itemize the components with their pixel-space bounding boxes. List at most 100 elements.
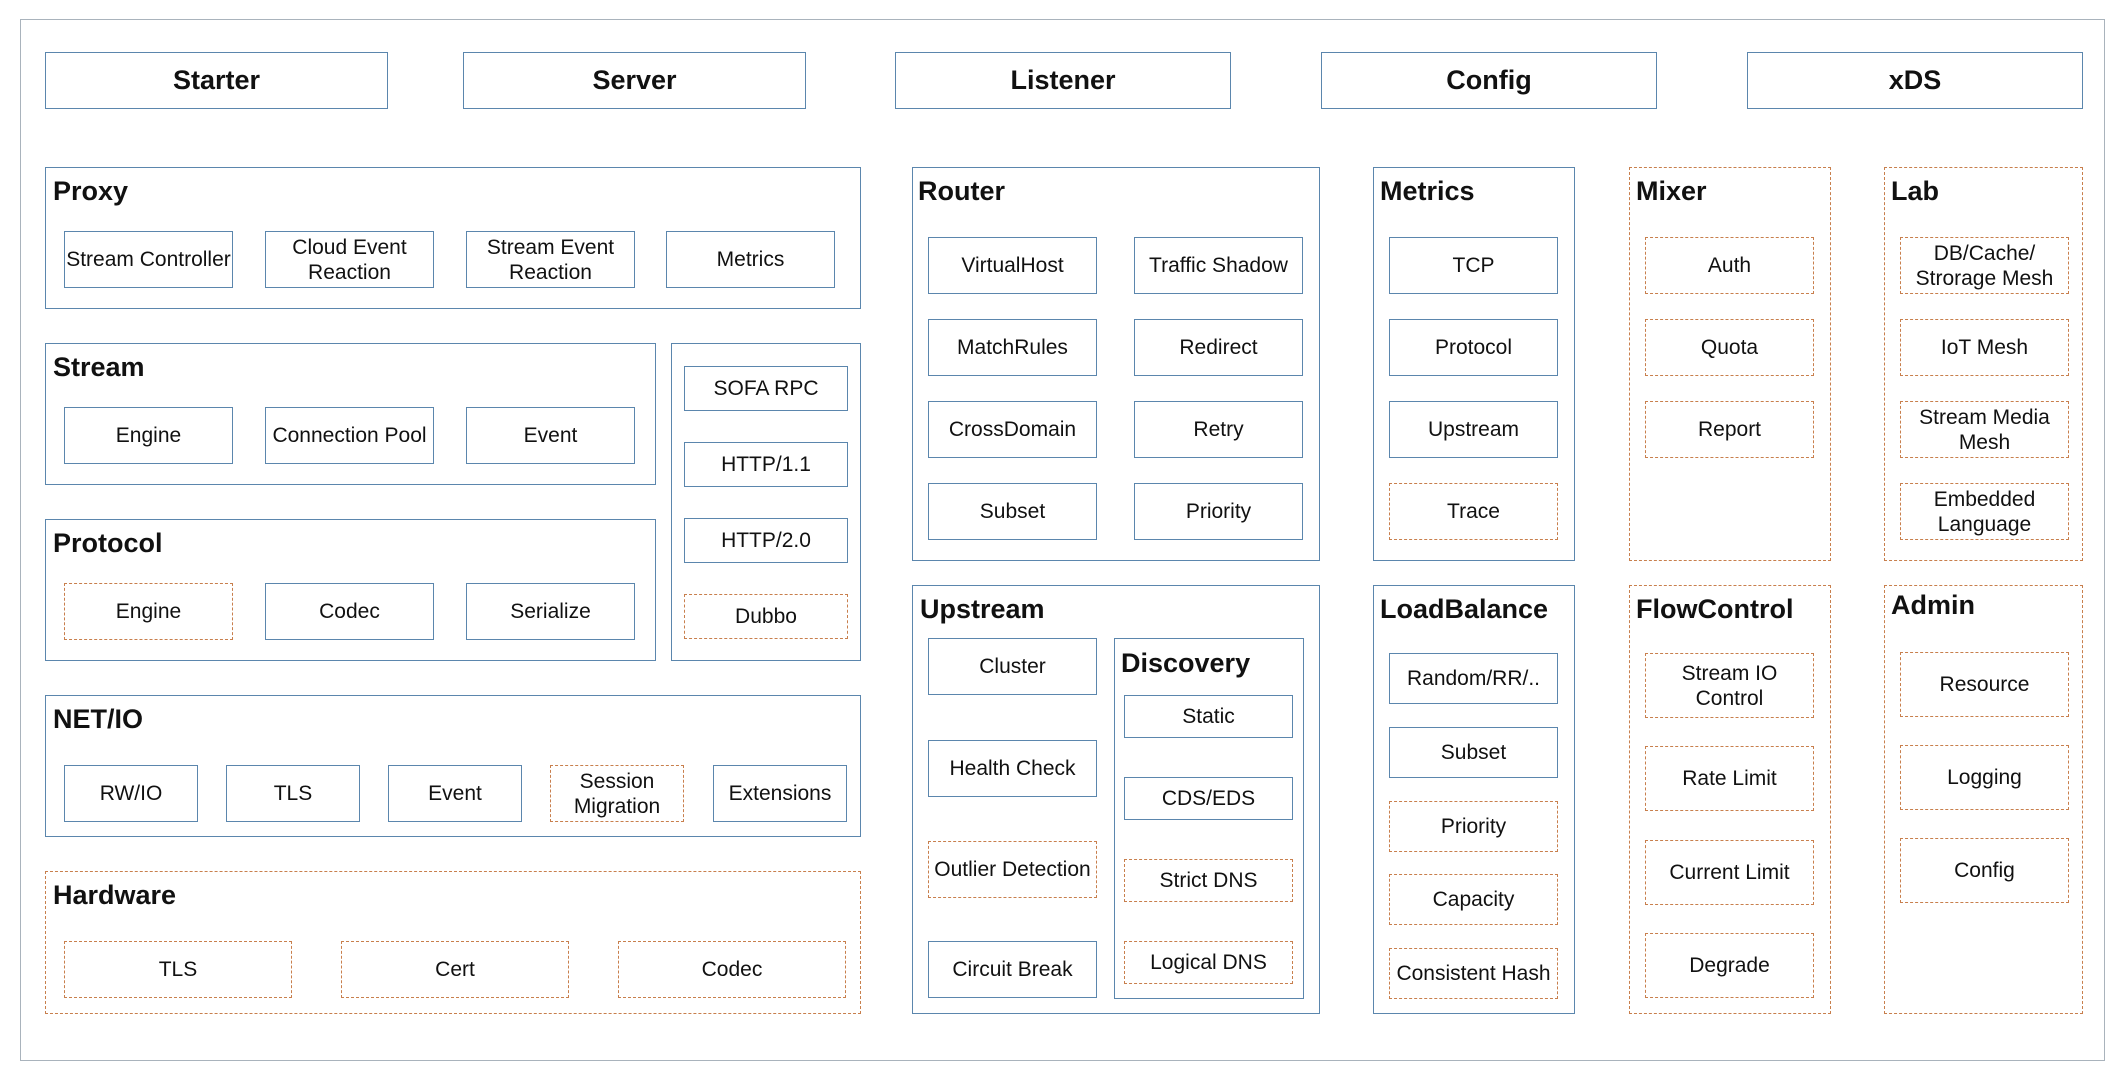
lab-item-iot-mesh: IoT Mesh bbox=[1900, 319, 2069, 376]
upstream-item-cluster: Cluster bbox=[928, 638, 1097, 695]
starter-label: Starter bbox=[172, 65, 261, 95]
proxy-title: Proxy bbox=[53, 176, 129, 206]
listener-box: Listener bbox=[895, 52, 1231, 109]
upstream-container bbox=[912, 585, 1320, 1014]
protocol-item-codec: Codec bbox=[265, 583, 434, 640]
router-item-crossdomain: CrossDomain bbox=[928, 401, 1097, 458]
protocol-item-serialize: Serialize bbox=[466, 583, 635, 640]
router-container bbox=[912, 167, 1320, 561]
upstream-item-circuit-break: Circuit Break bbox=[928, 941, 1097, 998]
admin-title: Admin bbox=[1891, 590, 1975, 620]
metrics-title: Metrics bbox=[1380, 176, 1475, 206]
loadbalance-item-consistent-hash: Consistent Hash bbox=[1389, 948, 1558, 999]
protocol-http20: HTTP/2.0 bbox=[684, 518, 848, 563]
mixer-title: Mixer bbox=[1636, 176, 1707, 206]
protocol-http11: HTTP/1.1 bbox=[684, 442, 848, 487]
router-item-virtualhost: VirtualHost bbox=[928, 237, 1097, 294]
metrics-container bbox=[1373, 167, 1575, 561]
admin-item-logging: Logging bbox=[1900, 745, 2069, 810]
hardware-item-cert: Cert bbox=[341, 941, 569, 998]
stream-container bbox=[45, 343, 656, 485]
proxy-item-metrics: Metrics bbox=[666, 231, 835, 288]
server-label: Server bbox=[592, 65, 677, 95]
mixer-container bbox=[1629, 167, 1831, 561]
proxy-container bbox=[45, 167, 861, 309]
metrics-item-upstream: Upstream bbox=[1389, 401, 1558, 458]
protocols-list-container bbox=[671, 343, 861, 661]
stream-item-engine: Engine bbox=[64, 407, 233, 464]
stream-item-event: Event bbox=[466, 407, 635, 464]
xds-label: xDS bbox=[1888, 65, 1942, 95]
lab-item-stream-media-mesh: Stream Media Mesh bbox=[1900, 401, 2069, 458]
mixer-item-quota: Quota bbox=[1645, 319, 1814, 376]
protocol-sofa-rpc: SOFA RPC bbox=[684, 366, 848, 411]
config-label: Config bbox=[1446, 65, 1532, 95]
discovery-item-cds-eds: CDS/EDS bbox=[1124, 777, 1293, 820]
starter-box: Starter bbox=[45, 52, 388, 109]
hardware-container bbox=[45, 871, 861, 1014]
upstream-item-health-check: Health Check bbox=[928, 740, 1097, 797]
proxy-item-stream-controller: Stream Controller bbox=[64, 231, 233, 288]
flowcontrol-title: FlowControl bbox=[1636, 594, 1794, 624]
router-item-redirect: Redirect bbox=[1134, 319, 1303, 376]
lab-item-db-cache-storage-mesh: DB/Cache/ Strorage Mesh bbox=[1900, 237, 2069, 294]
flowcontrol-item-current-limit: Current Limit bbox=[1645, 840, 1814, 905]
flowcontrol-container bbox=[1629, 585, 1831, 1014]
router-item-subset: Subset bbox=[928, 483, 1097, 540]
protocol-dubbo: Dubbo bbox=[684, 594, 848, 639]
loadbalance-title: LoadBalance bbox=[1380, 594, 1549, 624]
flowcontrol-item-stream-io-control: Stream IO Control bbox=[1645, 653, 1814, 718]
loadbalance-item-random-rr: Random/RR/.. bbox=[1389, 653, 1558, 704]
metrics-item-protocol: Protocol bbox=[1389, 319, 1558, 376]
hardware-title: Hardware bbox=[53, 880, 177, 910]
stream-title: Stream bbox=[53, 352, 145, 382]
loadbalance-item-subset: Subset bbox=[1389, 727, 1558, 778]
flowcontrol-item-degrade: Degrade bbox=[1645, 933, 1814, 998]
netio-container bbox=[45, 695, 861, 837]
router-item-retry: Retry bbox=[1134, 401, 1303, 458]
flowcontrol-item-rate-limit: Rate Limit bbox=[1645, 746, 1814, 811]
discovery-item-logical-dns: Logical DNS bbox=[1124, 941, 1293, 984]
loadbalance-container bbox=[1373, 585, 1575, 1014]
architecture-frame bbox=[20, 19, 2105, 1061]
discovery-item-strict-dns: Strict DNS bbox=[1124, 859, 1293, 902]
netio-item-session-migration: Session Migration bbox=[550, 765, 684, 822]
netio-title: NET/IO bbox=[53, 704, 144, 734]
metrics-item-tcp: TCP bbox=[1389, 237, 1558, 294]
router-item-priority: Priority bbox=[1134, 483, 1303, 540]
protocol-item-engine: Engine bbox=[64, 583, 233, 640]
admin-container bbox=[1884, 585, 2083, 1014]
netio-item-event: Event bbox=[388, 765, 522, 822]
loadbalance-item-priority: Priority bbox=[1389, 801, 1558, 852]
discovery-container bbox=[1114, 638, 1304, 999]
hardware-item-codec: Codec bbox=[618, 941, 846, 998]
metrics-item-trace: Trace bbox=[1389, 483, 1558, 540]
discovery-title: Discovery bbox=[1121, 648, 1251, 678]
router-title: Router bbox=[918, 176, 1005, 206]
server-box: Server bbox=[463, 52, 806, 109]
netio-item-tls: TLS bbox=[226, 765, 360, 822]
lab-container bbox=[1884, 167, 2083, 561]
listener-label: Listener bbox=[1010, 65, 1116, 95]
netio-item-extensions: Extensions bbox=[713, 765, 847, 822]
mixer-item-report: Report bbox=[1645, 401, 1814, 458]
lab-title: Lab bbox=[1891, 176, 1940, 206]
proxy-item-stream-event-reaction: Stream Event Reaction bbox=[466, 231, 635, 288]
stream-item-connection-pool: Connection Pool bbox=[265, 407, 434, 464]
netio-item-rwio: RW/IO bbox=[64, 765, 198, 822]
lab-item-embedded-language: Embedded Language bbox=[1900, 483, 2069, 540]
discovery-item-static: Static bbox=[1124, 695, 1293, 738]
admin-item-resource: Resource bbox=[1900, 652, 2069, 717]
protocol-container bbox=[45, 519, 656, 661]
admin-item-config: Config bbox=[1900, 838, 2069, 903]
xds-box: xDS bbox=[1747, 52, 2083, 109]
config-box: Config bbox=[1321, 52, 1657, 109]
proxy-item-cloud-event-reaction: Cloud Event Reaction bbox=[265, 231, 434, 288]
loadbalance-item-capacity: Capacity bbox=[1389, 874, 1558, 925]
upstream-title: Upstream bbox=[920, 594, 1045, 624]
hardware-item-tls: TLS bbox=[64, 941, 292, 998]
mixer-item-auth: Auth bbox=[1645, 237, 1814, 294]
router-item-traffic-shadow: Traffic Shadow bbox=[1134, 237, 1303, 294]
router-item-matchrules: MatchRules bbox=[928, 319, 1097, 376]
upstream-item-outlier-detection: Outlier Detection bbox=[928, 841, 1097, 898]
